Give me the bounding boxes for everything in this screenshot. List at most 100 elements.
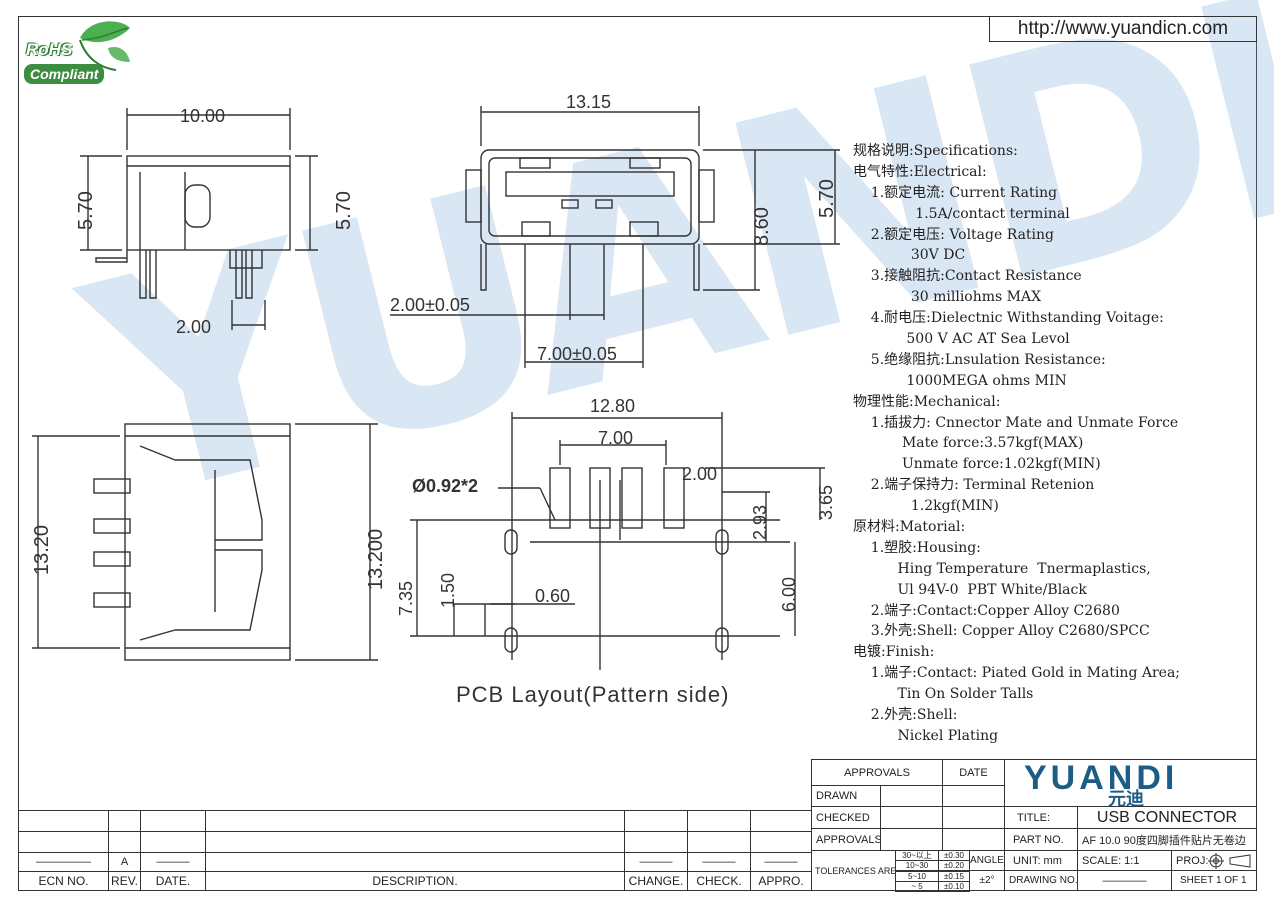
rev-value: A bbox=[108, 852, 141, 872]
proj-label: PROJ: bbox=[1176, 854, 1209, 867]
pcb-caption: PCB Layout(Pattern side) bbox=[456, 682, 730, 707]
part-no-label: PART NO. bbox=[1004, 828, 1078, 851]
appro-header: APPRO. bbox=[750, 871, 812, 891]
rev-row-1-appro bbox=[750, 810, 812, 832]
spec-line: 2.端子:Contact:Copper Alloy C2680 bbox=[853, 602, 1120, 619]
scale-label: SCALE: 1:1 bbox=[1077, 850, 1172, 871]
company-logo-box bbox=[1004, 759, 1257, 807]
spec-line: 4.耐电压:Dielectnic Withstanding Voitage: bbox=[853, 310, 1164, 327]
change-value: ——— bbox=[624, 852, 688, 872]
tolerance-value: ±0.10 bbox=[938, 880, 970, 892]
rev-row-1-ecn bbox=[18, 810, 109, 832]
rev-row-2-rev bbox=[108, 831, 141, 853]
rev-row-1-desc bbox=[205, 810, 625, 832]
website-url[interactable]: http://www.yuandicn.com bbox=[989, 16, 1257, 42]
dim-side-height-right: 5.70 bbox=[333, 191, 355, 230]
dim-pcb-w1: 0.60 bbox=[535, 586, 570, 606]
spec-line: 物理性能:Mechanical: bbox=[853, 393, 1001, 410]
projection-symbol-icon bbox=[1208, 852, 1251, 869]
rev-row-2-date bbox=[140, 831, 206, 853]
rev-row-1-date bbox=[140, 810, 206, 832]
spec-line: 电镀:Finish: bbox=[853, 644, 935, 661]
compliant-label: Compliant bbox=[24, 64, 105, 84]
front-view bbox=[390, 106, 840, 368]
rev-row-1-rev bbox=[108, 810, 141, 832]
checked-date[interactable] bbox=[942, 806, 1005, 829]
drawn-value[interactable] bbox=[880, 785, 943, 807]
spec-line: 1.端子:Contact: Piated Gold in Mating Area… bbox=[853, 665, 1181, 682]
checked-value[interactable] bbox=[880, 806, 943, 829]
spec-line: 3.接触阻抗:Contact Resistance bbox=[853, 268, 1082, 285]
spec-line: 1.塑胶:Housing: bbox=[853, 539, 981, 556]
dim-bottom-height2: 13.200 bbox=[365, 529, 387, 590]
dim-front-height-small: 5.70 bbox=[816, 179, 838, 218]
spec-line: 3.外壳:Shell: Copper Alloy C2680/SPCC bbox=[853, 623, 1150, 640]
dim-side-width: 10.00 bbox=[180, 106, 225, 126]
logo-text: YUANDI bbox=[1024, 759, 1179, 797]
side-view bbox=[80, 108, 318, 330]
rev-row-2-desc bbox=[205, 831, 625, 853]
dim-pcb-width: 12.80 bbox=[590, 396, 635, 416]
description-value bbox=[205, 852, 625, 872]
dim-front-span: 7.00±0.05 bbox=[537, 344, 617, 364]
rev-row-2-check bbox=[687, 831, 751, 853]
spec-line: 30V DC bbox=[853, 247, 966, 264]
approvals-label: APPROVALS bbox=[811, 828, 881, 851]
change-header: CHANGE. bbox=[624, 871, 688, 891]
rev-row-2-change bbox=[624, 831, 688, 853]
rev-row-1-check bbox=[687, 810, 751, 832]
spec-line: Mate force:3.57kgf(MAX) bbox=[853, 435, 1084, 452]
bottom-view bbox=[32, 423, 378, 661]
company-logo: YUANDI 元迪 bbox=[1008, 759, 1256, 809]
drawing-no-label: DRAWING NO. bbox=[1004, 870, 1078, 891]
tolerances-label: TOLERANCES ARE bbox=[811, 850, 896, 891]
approvals-value[interactable] bbox=[880, 828, 943, 851]
spec-line: 500 V AC AT Sea Levol bbox=[853, 331, 1070, 348]
spec-line: Nickel Plating bbox=[853, 727, 999, 744]
spec-line: 1000MEGA ohms MIN bbox=[853, 372, 1067, 389]
check-header: CHECK. bbox=[687, 871, 751, 891]
title-value: USB CONNECTOR bbox=[1077, 806, 1257, 829]
checked-label: CHECKED bbox=[811, 806, 881, 829]
rohs-badge: RoHS Compliant bbox=[20, 18, 132, 90]
spec-line: 原材料:Matorial: bbox=[853, 519, 966, 536]
projection-box: PROJ: bbox=[1171, 850, 1257, 871]
angle-tol: ±2° bbox=[969, 870, 1005, 891]
dim-bottom-height: 13.20 bbox=[31, 525, 53, 575]
description-header: DESCRIPTION. bbox=[205, 871, 625, 891]
rohs-label: RoHS bbox=[26, 40, 73, 59]
ecn-value: ————— bbox=[18, 852, 109, 872]
leaf-icon bbox=[79, 21, 130, 71]
sheet-label: SHEET 1 OF 1 bbox=[1171, 870, 1257, 891]
dim-pcb-h3: 6.00 bbox=[779, 577, 799, 612]
spec-line: 2.端子保持力: Terminal Retenion bbox=[853, 477, 1095, 494]
approvals-date[interactable] bbox=[942, 828, 1005, 851]
rev-row-2-appro bbox=[750, 831, 812, 853]
spec-line: Tin On Solder Talls bbox=[853, 686, 1034, 703]
pcb-layout bbox=[410, 412, 825, 670]
dim-pcb-h2: 2.93 bbox=[750, 505, 770, 540]
appro-value: ——— bbox=[750, 852, 812, 872]
check-value: ——— bbox=[687, 852, 751, 872]
drawn-date[interactable] bbox=[942, 785, 1005, 807]
spec-line: Unmate force:1.02kgf(MIN) bbox=[853, 456, 1101, 473]
tolerance-range: ~ 5 bbox=[895, 880, 939, 892]
rev-row-2-ecn bbox=[18, 831, 109, 853]
dim-pcb-hole: Ø0.92*2 bbox=[412, 476, 478, 496]
spec-line: 2.额定电压: Voltage Rating bbox=[853, 226, 1055, 243]
spec-line: 1.额定电流: Current Rating bbox=[853, 184, 1058, 201]
dim-front-width: 13.15 bbox=[566, 92, 611, 112]
dim-front-height: 8.60 bbox=[751, 207, 773, 246]
dim-side-height-left: 5.70 bbox=[75, 191, 97, 230]
spec-line: 5.绝缘阻抗:Lnsulation Resistance: bbox=[853, 351, 1106, 368]
dim-pcb-pitch: 2.00 bbox=[682, 464, 717, 484]
dim-pcb-h4: 7.35 bbox=[396, 581, 416, 616]
title-label: TITLE: bbox=[1004, 806, 1078, 829]
spec-line: 2.外壳:Shell: bbox=[853, 707, 958, 724]
rev-row-1-change bbox=[624, 810, 688, 832]
date-col-header: DATE. bbox=[140, 871, 206, 891]
dim-front-pitch: 2.00±0.05 bbox=[390, 295, 470, 315]
spec-line: 电气特性:Electrical: bbox=[853, 163, 987, 180]
drawn-label: DRAWN bbox=[811, 785, 881, 807]
